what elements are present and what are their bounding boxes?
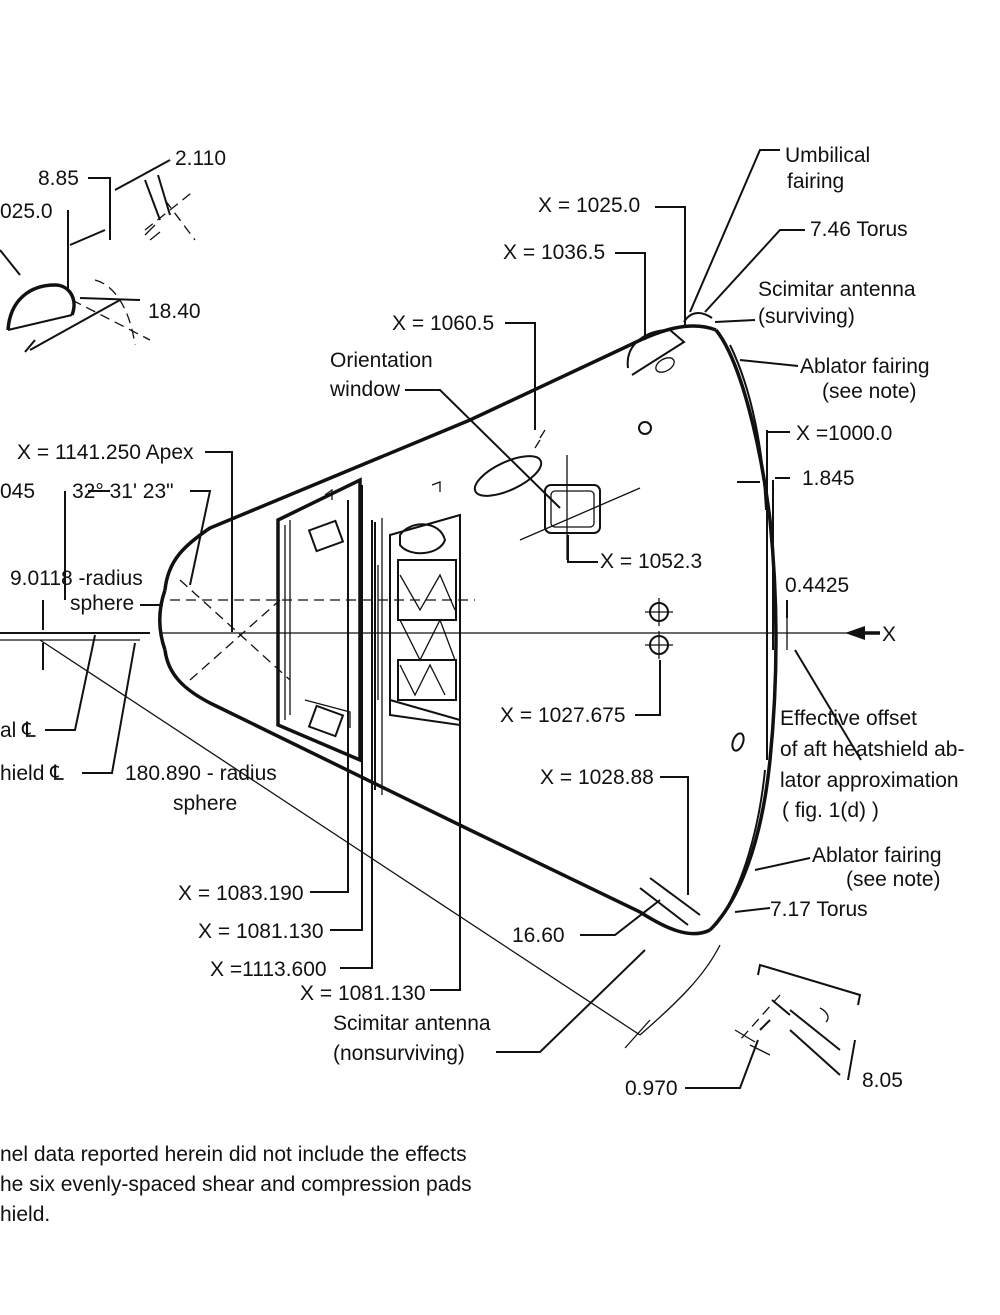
label-dim-1845: 1.845 xyxy=(802,467,855,490)
footnote-line: nel data reported herein did not include… xyxy=(0,1143,467,1166)
label-x-1036-5: X = 1036.5 xyxy=(503,241,605,264)
label-x-1081-130-a: X = 1081.130 xyxy=(198,920,324,943)
leader-lines xyxy=(42,149,862,1089)
label-x-1081-130-b: X = 1081.130 xyxy=(300,982,426,1005)
label-ablator-bottom-2: (see note) xyxy=(846,868,941,891)
label-scimitar-nonsurviving-2: (nonsurviving) xyxy=(333,1042,465,1065)
label-x-1025-0: X = 1025.0 xyxy=(538,194,640,217)
label-x-1060-5: X = 1060.5 xyxy=(392,312,494,335)
label-cut-al-cl: al ℄ xyxy=(0,719,36,742)
label-sphere-9-1: 9.0118 -radius xyxy=(10,567,143,590)
label-x-1028-88: X = 1028.88 xyxy=(540,766,654,789)
label-ablator-bottom-1: Ablator fairing xyxy=(812,844,942,867)
label-dim-1660: 16.60 xyxy=(512,924,565,947)
label-x-1113-600: X =1113.600 xyxy=(210,958,327,981)
cg-markers xyxy=(645,598,745,752)
label-scimitar-surviving-1: Scimitar antenna xyxy=(758,278,916,301)
label-orientation-window-2: window xyxy=(329,378,401,401)
label-offset-3: lator approximation xyxy=(780,769,959,792)
label-x-1000-0: X =1000.0 xyxy=(796,422,892,445)
label-x-1141-apex: X = 1141.250 Apex xyxy=(17,441,194,464)
centerlines xyxy=(0,579,880,1049)
label-angle: 32° 31' 23" xyxy=(72,480,174,503)
label-torus-746: 7.46 Torus xyxy=(810,218,908,241)
label-umbilical-fairing-1: Umbilical xyxy=(785,144,870,167)
label-x-1027-675: X = 1027.675 xyxy=(500,704,626,727)
label-ablator-top-2: (see note) xyxy=(822,380,917,403)
footnote: nel data reported herein did not include… xyxy=(0,1140,540,1230)
footnote-line: hield. xyxy=(0,1203,51,1226)
spacecraft-diagram: Umbilical fairing X = 1025.0 X = 1036.5 … xyxy=(0,144,964,1100)
detail-antenna xyxy=(734,963,862,1081)
label-cut-025: 025.0 xyxy=(0,200,53,223)
label-torus-717: 7.17 Torus xyxy=(770,898,868,921)
label-x-1083-190: X = 1083.190 xyxy=(178,882,304,905)
label-x-1052-3: X = 1052.3 xyxy=(600,550,702,573)
label-axis-x: X xyxy=(882,623,896,646)
label-sphere-180-1: 180.890 - radius xyxy=(125,762,277,785)
orientation-window xyxy=(473,455,641,560)
label-sphere-180-2: sphere xyxy=(173,792,237,815)
label-dim-0970: 0.970 xyxy=(625,1077,678,1100)
label-offset-1: Effective offset xyxy=(780,707,917,730)
footnote-line: he six evenly-spaced shear and compressi… xyxy=(0,1173,472,1196)
label-umbilical-fairing-2: fairing xyxy=(787,170,844,193)
label-dim-805: 8.05 xyxy=(862,1069,903,1092)
label-cut-hield-cl: hield ℄ xyxy=(0,762,64,785)
label-dim-2110: 2.110 xyxy=(175,147,226,170)
forward-bulkhead xyxy=(276,477,362,763)
label-dim-04425: 0.4425 xyxy=(785,574,849,597)
umbilical-fairing xyxy=(534,312,713,449)
label-offset-2: of aft heatshield ab- xyxy=(780,738,964,761)
label-dim-1840: 18.40 xyxy=(148,300,201,323)
label-orientation-window-1: Orientation xyxy=(330,349,433,372)
label-ablator-top-1: Ablator fairing xyxy=(800,355,930,378)
label-scimitar-surviving-2: (surviving) xyxy=(758,305,855,328)
label-offset-4: ( fig. 1(d) ) xyxy=(782,799,879,822)
label-cut-045: 045 xyxy=(0,480,35,503)
label-sphere-9-2: sphere xyxy=(70,592,134,615)
aft-offset-lines xyxy=(766,430,880,760)
label-dim-885: 8.85 xyxy=(38,167,79,190)
label-scimitar-nonsurviving-1: Scimitar antenna xyxy=(333,1012,491,1035)
crew-compartment xyxy=(374,481,461,795)
diagram-labels: Umbilical fairing X = 1025.0 X = 1036.5 … xyxy=(0,144,964,1100)
detail-umbilical xyxy=(0,159,196,353)
